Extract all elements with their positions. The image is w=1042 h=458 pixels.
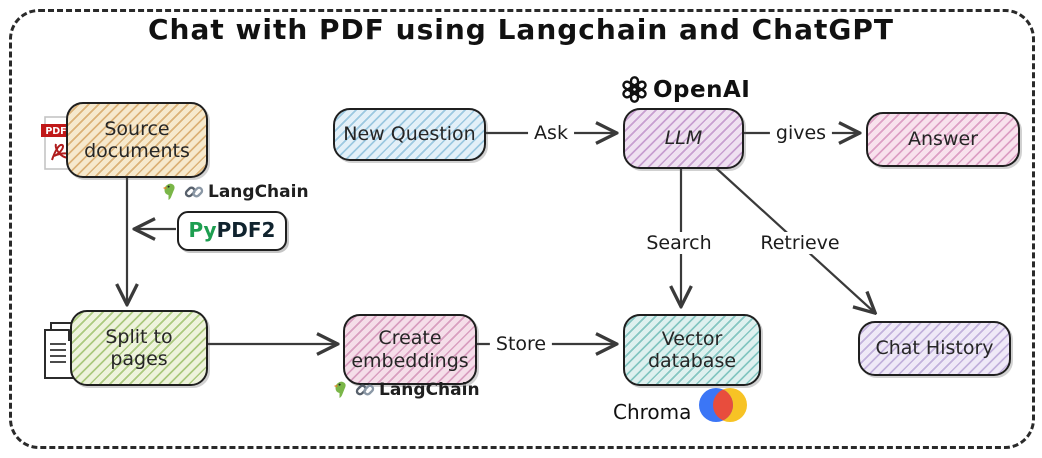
node-source-documents: Source documents xyxy=(66,102,208,178)
node-llm-label: LLM xyxy=(664,127,703,150)
langchain-embeddings-annotation: LangChain xyxy=(331,380,480,400)
node-vector-database: Vector database xyxy=(623,314,761,386)
openai-label: OpenAI xyxy=(653,76,751,103)
diagram-title: Chat with PDF using Langchain and ChatGP… xyxy=(147,13,894,46)
node-create-embeddings: Create embeddings xyxy=(343,314,477,385)
parrot-icon xyxy=(333,381,346,398)
langchain-splitter-label: LangChain xyxy=(208,182,309,202)
node-split-to-pages: Split to pages xyxy=(70,310,208,386)
chain-link-icon xyxy=(355,384,375,396)
pypdf2-label-py: Py xyxy=(188,218,217,243)
openai-logo-icon xyxy=(622,76,647,103)
node-chat-history-label: Chat History xyxy=(875,337,994,360)
openai-annotation: OpenAI xyxy=(621,76,750,103)
edge-label-gives: gives xyxy=(769,122,833,144)
svg-text:PDF: PDF xyxy=(45,126,66,137)
node-answer: Answer xyxy=(866,112,1020,167)
chroma-label: Chroma xyxy=(613,400,692,424)
chain-link-icon xyxy=(184,186,204,198)
node-split-to-pages-label: Split to pages xyxy=(105,325,173,370)
node-chat-history: Chat History xyxy=(858,321,1011,376)
edge-label-store: Store xyxy=(489,333,553,355)
edge-label-retrieve: Retrieve xyxy=(754,232,846,254)
node-source-documents-label: Source documents xyxy=(84,117,190,162)
node-create-embeddings-label: Create embeddings xyxy=(351,327,469,372)
edge-label-ask: Ask xyxy=(528,122,574,144)
langchain-embeddings-label: LangChain xyxy=(379,380,480,400)
chroma-logo-icon xyxy=(699,388,748,422)
parrot-icon xyxy=(162,183,175,200)
node-new-question: New Question xyxy=(333,108,486,161)
node-vector-database-label: Vector database xyxy=(647,327,737,372)
node-answer-label: Answer xyxy=(908,128,978,151)
pypdf2-label-pdf2: PDF2 xyxy=(216,218,276,243)
edge-label-search: Search xyxy=(640,232,718,254)
langchain-splitter-annotation: LangChain xyxy=(160,182,309,202)
node-llm: LLM xyxy=(623,108,744,169)
node-new-question-label: New Question xyxy=(343,123,476,146)
chroma-annotation: Chroma xyxy=(613,380,749,430)
